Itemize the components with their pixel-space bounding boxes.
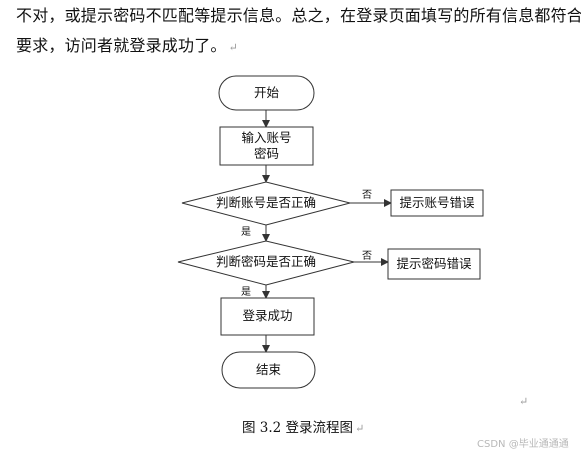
account-check-diamond xyxy=(181,181,351,226)
end-terminal xyxy=(221,351,316,389)
start-label: 开始 xyxy=(254,85,280,100)
password-error-box xyxy=(387,248,481,280)
end-label: 结束 xyxy=(256,362,282,377)
paragraph-line-1: 不对，或提示密码不匹配等提示信息。总之，在登录页面填写的所有信息都符合 xyxy=(16,6,581,26)
paragraph-line-2: 要求，访问者就登录成功了。↵ xyxy=(16,36,238,58)
no-label-account: 否 xyxy=(362,189,372,201)
password-check-label: 判断密码是否正确 xyxy=(216,254,316,269)
input-label-line-1: 输入账号 xyxy=(241,130,291,145)
paragraph-text-1: 不对，或提示密码不匹配等提示信息。总之，在登录页面填写的所有信息都符合 xyxy=(16,6,581,25)
password-check-diamond xyxy=(177,240,355,286)
yes-label-password: 是 xyxy=(241,286,251,298)
figure-caption: 图 3.2 登录流程图↵ xyxy=(242,416,364,436)
start-terminal xyxy=(218,75,315,111)
account-error-label: 提示账号错误 xyxy=(399,195,475,210)
password-error-label: 提示密码错误 xyxy=(396,256,472,271)
paragraph-return-mark: ↵ xyxy=(228,41,239,54)
account-check-label: 判断账号是否正确 xyxy=(216,195,316,210)
success-label: 登录成功 xyxy=(242,308,292,323)
return-mark: ↵ xyxy=(519,395,529,408)
success-box xyxy=(220,297,315,336)
no-label-password: 否 xyxy=(362,250,372,262)
csdn-watermark: CSDN @毕业通通通 xyxy=(477,439,569,450)
caption-return-mark: ↵ xyxy=(355,422,365,435)
input-box xyxy=(219,126,314,166)
account-error-box xyxy=(390,189,484,217)
figure-caption-text: 图 3.2 登录流程图 xyxy=(242,420,354,436)
yes-label-account: 是 xyxy=(241,226,251,238)
input-label-line-2: 密码 xyxy=(254,146,279,161)
paragraph-text-2: 要求，访问者就登录成功了。 xyxy=(16,36,227,55)
